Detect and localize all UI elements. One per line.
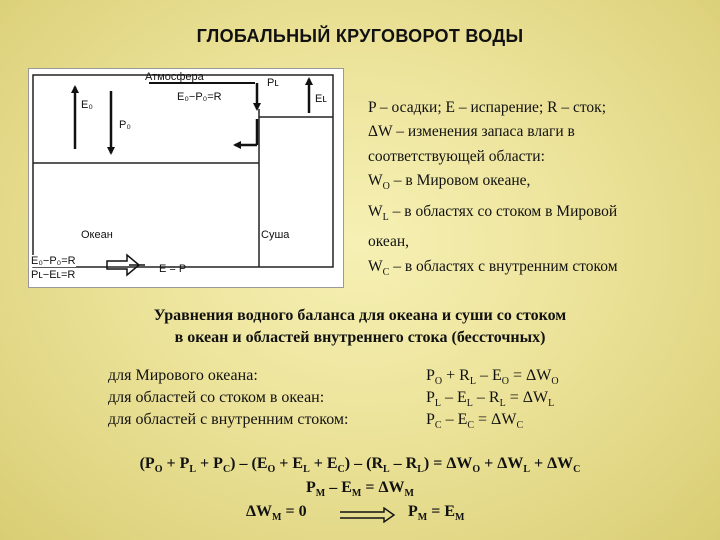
closed-balance-label: E = P — [159, 263, 187, 275]
implies-arrow-icon — [340, 507, 396, 523]
legend: P – осадки; E – испарение; R – сток; ΔW … — [368, 96, 708, 285]
el-label: Eʟ — [315, 93, 327, 105]
legend-line-internal: WC – в областях с внутренним стоком — [368, 257, 618, 278]
total-balance-equation: (PO + PL + PC) – (EO + EL + EC) – (RL – … — [139, 455, 581, 476]
heading-line-1: Уравнения водного баланса для океана и с… — [153, 307, 567, 324]
final-right-equation: PM = EM — [408, 503, 465, 524]
equation-formula: PC – EC = ΔWC — [426, 411, 524, 432]
page-title: ГЛОБАЛЬНЫЙ КРУГОВОРОТ ВОДЫ — [196, 26, 524, 46]
ocean-label: Океан — [81, 229, 113, 241]
legend-line-runoff: WL – в областях со стоком в Мировой — [368, 202, 618, 223]
equation-formula: PO + RL – EO = ΔWO — [426, 367, 559, 388]
land-balance-label: Pʟ−Eʟ=R — [31, 269, 76, 281]
land-label: Суша — [261, 229, 290, 241]
equation-label: для областей со стоком в океан: — [108, 389, 325, 406]
heading-line-2: в океан и областей внутреннего стока (бе… — [174, 329, 546, 346]
diagram-lines — [32, 74, 334, 277]
equation-row: для Мирового океана: PO + RL – EO = ΔWO — [108, 365, 608, 387]
equation-row: для областей со стоком в океан: PL – EL … — [108, 387, 608, 409]
diagram-frame — [32, 74, 334, 268]
final-equation-row: ΔWM = 0 PM = EM — [0, 503, 720, 527]
legend-line-1: P – осадки; E – испарение; R – сток; — [368, 99, 606, 116]
atmosphere-label: Атмосфера — [145, 71, 204, 83]
hollow-arrow-left — [106, 253, 141, 277]
equation-label: для Мирового океана: — [108, 367, 258, 384]
eo-label: E₀ — [81, 99, 93, 111]
final-left-equation: ΔWM = 0 — [246, 503, 307, 524]
legend-line-ocean: WO – в Мировом океане, — [368, 172, 531, 193]
equation-label: для областей с внутренним стоком: — [108, 411, 349, 428]
pl-label: Pʟ — [267, 77, 279, 89]
legend-line-2: ΔW – изменения запаса влаги в — [368, 123, 575, 141]
balance-heading: Уравнения водного баланса для океана и с… — [0, 305, 720, 349]
ocean-balance-label: E₀−P₀=R — [31, 255, 76, 267]
atmosphere-equation: E₀−P₀=R — [177, 91, 222, 103]
legend-line-6: океан, — [368, 233, 410, 251]
equations-list: для Мирового океана: PO + RL – EO = ΔWO … — [108, 365, 608, 431]
equation-formula: PL – EL – RL = ΔWL — [426, 389, 555, 410]
equation-row: для областей с внутренним стоком: PC – E… — [108, 409, 608, 431]
water-cycle-diagram: Атмосфера E₀−P₀=R E₀ P₀ Pʟ Eʟ Океан Суша… — [28, 68, 344, 288]
sum-balance-equation: PM – EM = ΔWM — [306, 479, 414, 500]
legend-line-3: соответствующей области: — [368, 147, 545, 165]
po-label: P₀ — [119, 119, 131, 131]
